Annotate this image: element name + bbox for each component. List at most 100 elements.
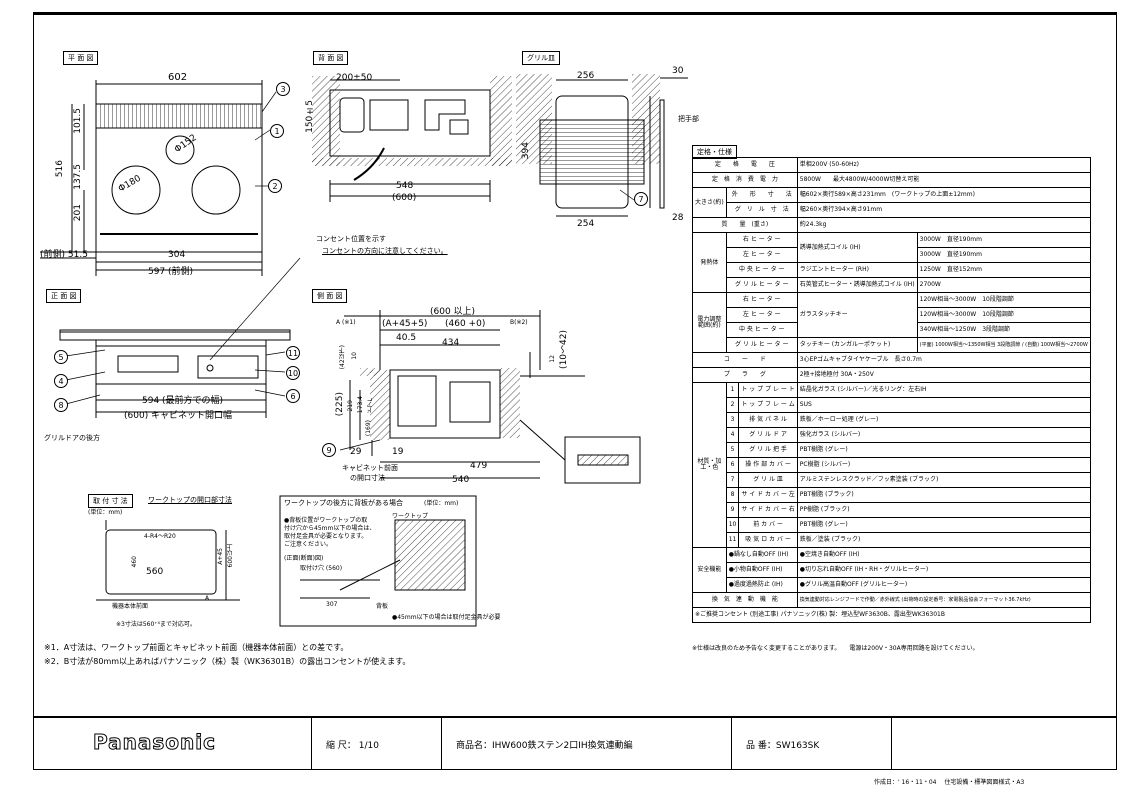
grill-view-title: グリル皿	[522, 51, 560, 65]
product-cell: 商品名：IHW600鉄ステン2口IH換気連動編	[441, 718, 731, 770]
callout-5: 5	[54, 350, 68, 364]
backwall-unit: (単位：mm)	[424, 500, 459, 507]
callout-1: 1	[270, 124, 284, 138]
mount-h460: 460	[131, 556, 138, 568]
mount-a: A	[205, 595, 210, 602]
backwall-hole: 取付け穴 (560)	[300, 565, 343, 572]
mounting-unit: (単位：mm)	[88, 509, 123, 516]
spec-row-voltage: 定 格 電 圧単相200V (50-60Hz)	[692, 157, 1091, 173]
spec-row-heater-right: 発熱体右 ヒ ー タ ー誘導加熱式コイル (IH)3000W 直径190mm	[692, 232, 1091, 293]
backwall-title: ワークトップの後方に背板がある場合	[284, 499, 403, 507]
backwall-box-geometry	[279, 495, 477, 627]
plan-depth-dim: 516	[55, 160, 65, 178]
spec-row-vent: 換 気 連 動 機 能換気連動対応レンジフードで作動／赤外線式 (出荷時の設定番…	[692, 592, 1091, 608]
backwall-note-2: 付け穴から45mm以下の場合は、	[284, 525, 376, 532]
side-door: ドアL	[367, 398, 374, 414]
side-total-dim: (600 以上)	[430, 307, 476, 317]
note-2: ※2．B寸法が80mm以上あればパナソニック（株）製（WK36301B）の露出コ…	[44, 657, 411, 666]
mount-depth: A+45	[217, 548, 224, 565]
side-h169: (169)	[365, 420, 372, 437]
backwall-side-label: (正面(断面)図)	[284, 555, 324, 562]
mounting-subtitle: ワークトップの開口部寸法	[148, 496, 232, 504]
spec-row-safety-3: ●過度過熱防止 (IH)●グリル高温自動OFF (グリルヒーター)	[693, 577, 1091, 593]
note-1: ※1．A寸法は、ワークトップ前面とキャビネット前面（機器本体前面）との差です。	[44, 643, 349, 652]
side-mid-dim: (460 +0)	[445, 319, 486, 329]
front-view-title: 正 面 図	[46, 289, 82, 303]
leader-lines	[65, 91, 635, 451]
spec-row-heater-grill: グ リ ル ヒ ー タ ー石英管式ヒーター・誘導加熱式コイル (IH)2700W	[693, 277, 1091, 293]
side-h225: (225)	[335, 392, 345, 417]
outlet-note-1: コンセント位置を示す	[316, 235, 386, 243]
mount-radius: 4-R4～R20	[144, 533, 176, 540]
spec-row-heater-center: 中 央 ヒ ー タ ーラジエントヒーター (RH)1250W 直径152mm	[693, 262, 1091, 278]
side-h12: 12	[549, 355, 556, 363]
grill-view-geometry	[516, 74, 688, 217]
side-a-dim: A (※1)	[336, 319, 356, 326]
side-d540: 540	[452, 475, 470, 485]
backwall-board: 背板	[376, 603, 389, 610]
side-h173: 173.4	[357, 396, 364, 414]
spec-row-mass: 質 量 (重さ)約24.3kg	[692, 217, 1091, 233]
mount-front-note: 機器本体前面	[112, 603, 149, 610]
spec-row-safety-2: ●小物自動OFF (IH)●切り忘れ自動OFF (IH・RH・グリルヒーター)	[693, 562, 1091, 578]
grill-handle-label: 把手部	[678, 115, 699, 123]
spec-row-grill: グ リ ル 寸 法幅260×奥行394×高さ91mm	[693, 202, 1091, 218]
plan-center-dim: 304	[168, 250, 186, 260]
back-view-title: 背 面 図	[313, 51, 349, 65]
side-a2-dim: (A+45+5)	[382, 319, 428, 329]
backwall-d307: 307	[326, 601, 338, 608]
grill-bot-dim: 254	[577, 219, 595, 229]
callout-6: 6	[286, 389, 300, 403]
grill-top-dim: 256	[577, 71, 595, 81]
side-view-title: 側 面 図	[312, 289, 348, 303]
plan-front-dim: 597 (前側)	[148, 267, 194, 277]
side-d29: 29	[350, 447, 362, 457]
back-h-dim: 150±5	[305, 100, 315, 133]
back-top-dim: 200±50	[336, 73, 373, 83]
spec-row-size: 大きさ(約)外 形 寸 法幅602×奥行589×高さ231mm (ワークトップの…	[692, 187, 1091, 218]
cabinet-note-1: キャビネット前面	[342, 464, 398, 472]
grill-t-dim: 30	[672, 66, 684, 76]
callout-2: 2	[268, 179, 282, 193]
spec-footer: ※仕様は改良のため予告なく変更することがあります。 電源は200V・30A専用回…	[692, 645, 979, 652]
callout-9: 9	[322, 443, 336, 457]
plan-view-title: 平 面 図	[63, 51, 99, 65]
backwall-note-1: ●背板位置がワークトップの取	[284, 517, 368, 524]
side-h219: 219	[347, 400, 354, 412]
panasonic-logo: Panasonic	[93, 730, 216, 755]
mount-depth2: 600以上	[227, 544, 234, 568]
plan-view-geometry	[40, 80, 263, 276]
plan-width-dim: 602	[168, 72, 188, 83]
grill-t2-dim: 28	[672, 213, 684, 223]
sheet-top-rule	[33, 12, 1117, 15]
plan-d2-dim: 137.5	[73, 164, 83, 190]
grill-h-dim: 394	[521, 142, 531, 160]
blank-cell	[891, 718, 1117, 770]
mounting-title: 取 付 寸 法	[88, 494, 133, 508]
side-b-dim: B(※2)	[510, 319, 528, 326]
scale-cell: 縮 尺： 1/10	[311, 718, 441, 770]
side-view-geometry	[344, 310, 585, 479]
cabinet-note-2: の開口寸法	[350, 474, 385, 482]
backwall-note-4: ご注意ください。	[284, 541, 333, 548]
side-d479: 479	[470, 461, 488, 471]
side-detail-geometry	[519, 419, 641, 484]
plan-left-offset: (前側) 51.5	[40, 250, 88, 260]
backwall-worktop: ワークトップ	[392, 513, 429, 520]
plan-d3-dim: 201	[73, 204, 83, 222]
